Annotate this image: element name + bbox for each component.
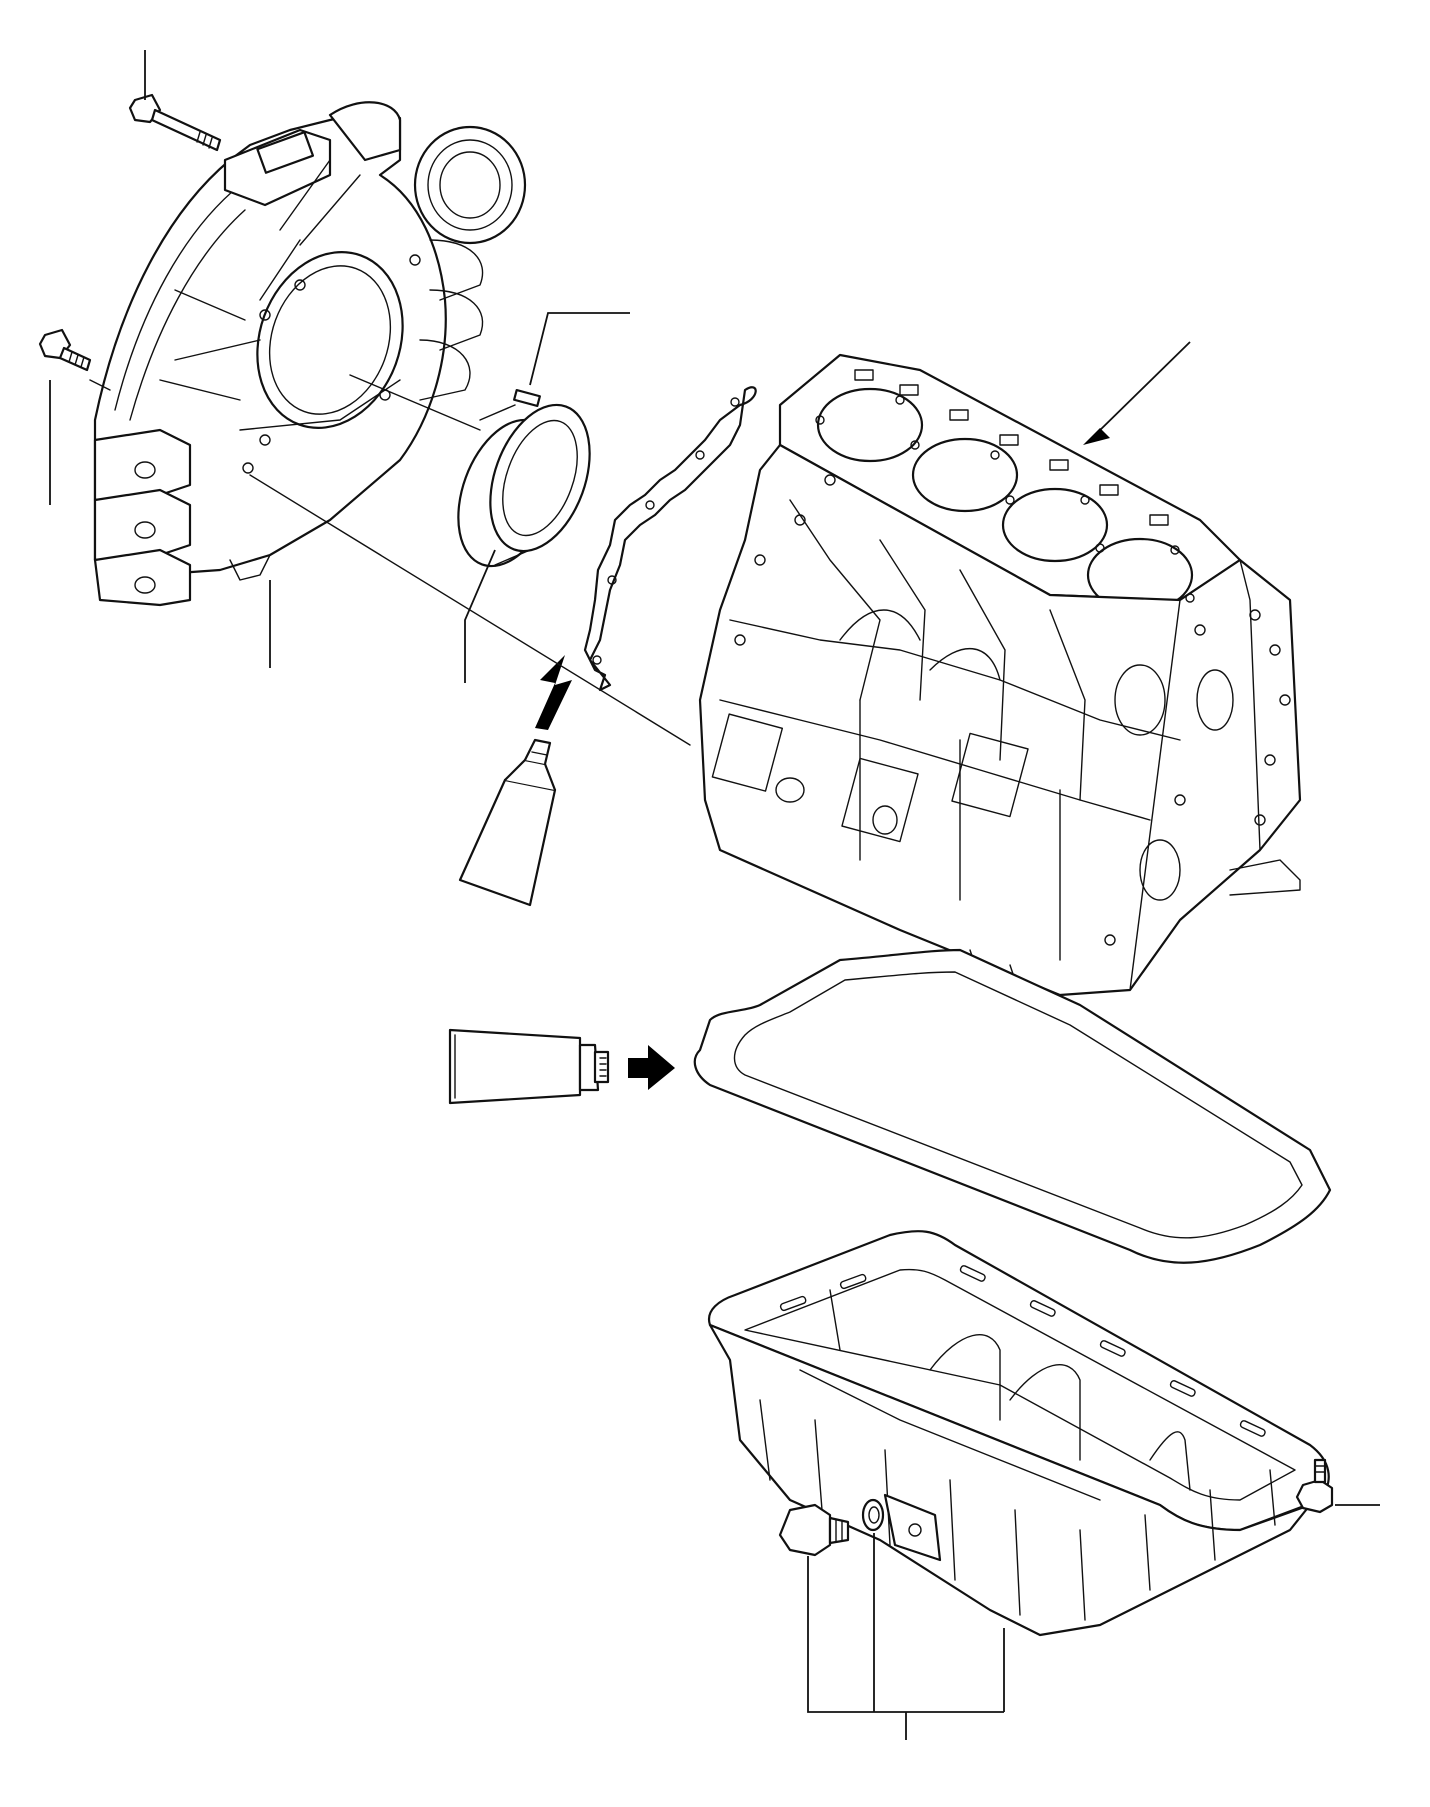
drain-plug [778, 1503, 850, 1557]
arrow-to-pan-gasket-icon [628, 1045, 675, 1090]
sealant-tube-upper [458, 738, 557, 907]
oil-pan-gasket [693, 948, 1332, 1264]
arrow-to-gasket-icon [535, 655, 572, 730]
dowel-pin [513, 388, 541, 408]
flywheel-housing [93, 101, 527, 607]
sealant-tube-lower [448, 1028, 610, 1105]
leader-lines [49, 50, 1380, 1740]
housing-bolt-top [128, 93, 222, 152]
cylinder-block [698, 353, 1302, 997]
housing-bolt-left [38, 328, 92, 372]
crankshaft-oil-seal [457, 403, 591, 568]
oil-pan-bolt [1295, 1458, 1334, 1514]
drain-plug-washer [861, 1498, 885, 1532]
housing-gasket [583, 386, 757, 692]
oil-pan [707, 1230, 1330, 1637]
